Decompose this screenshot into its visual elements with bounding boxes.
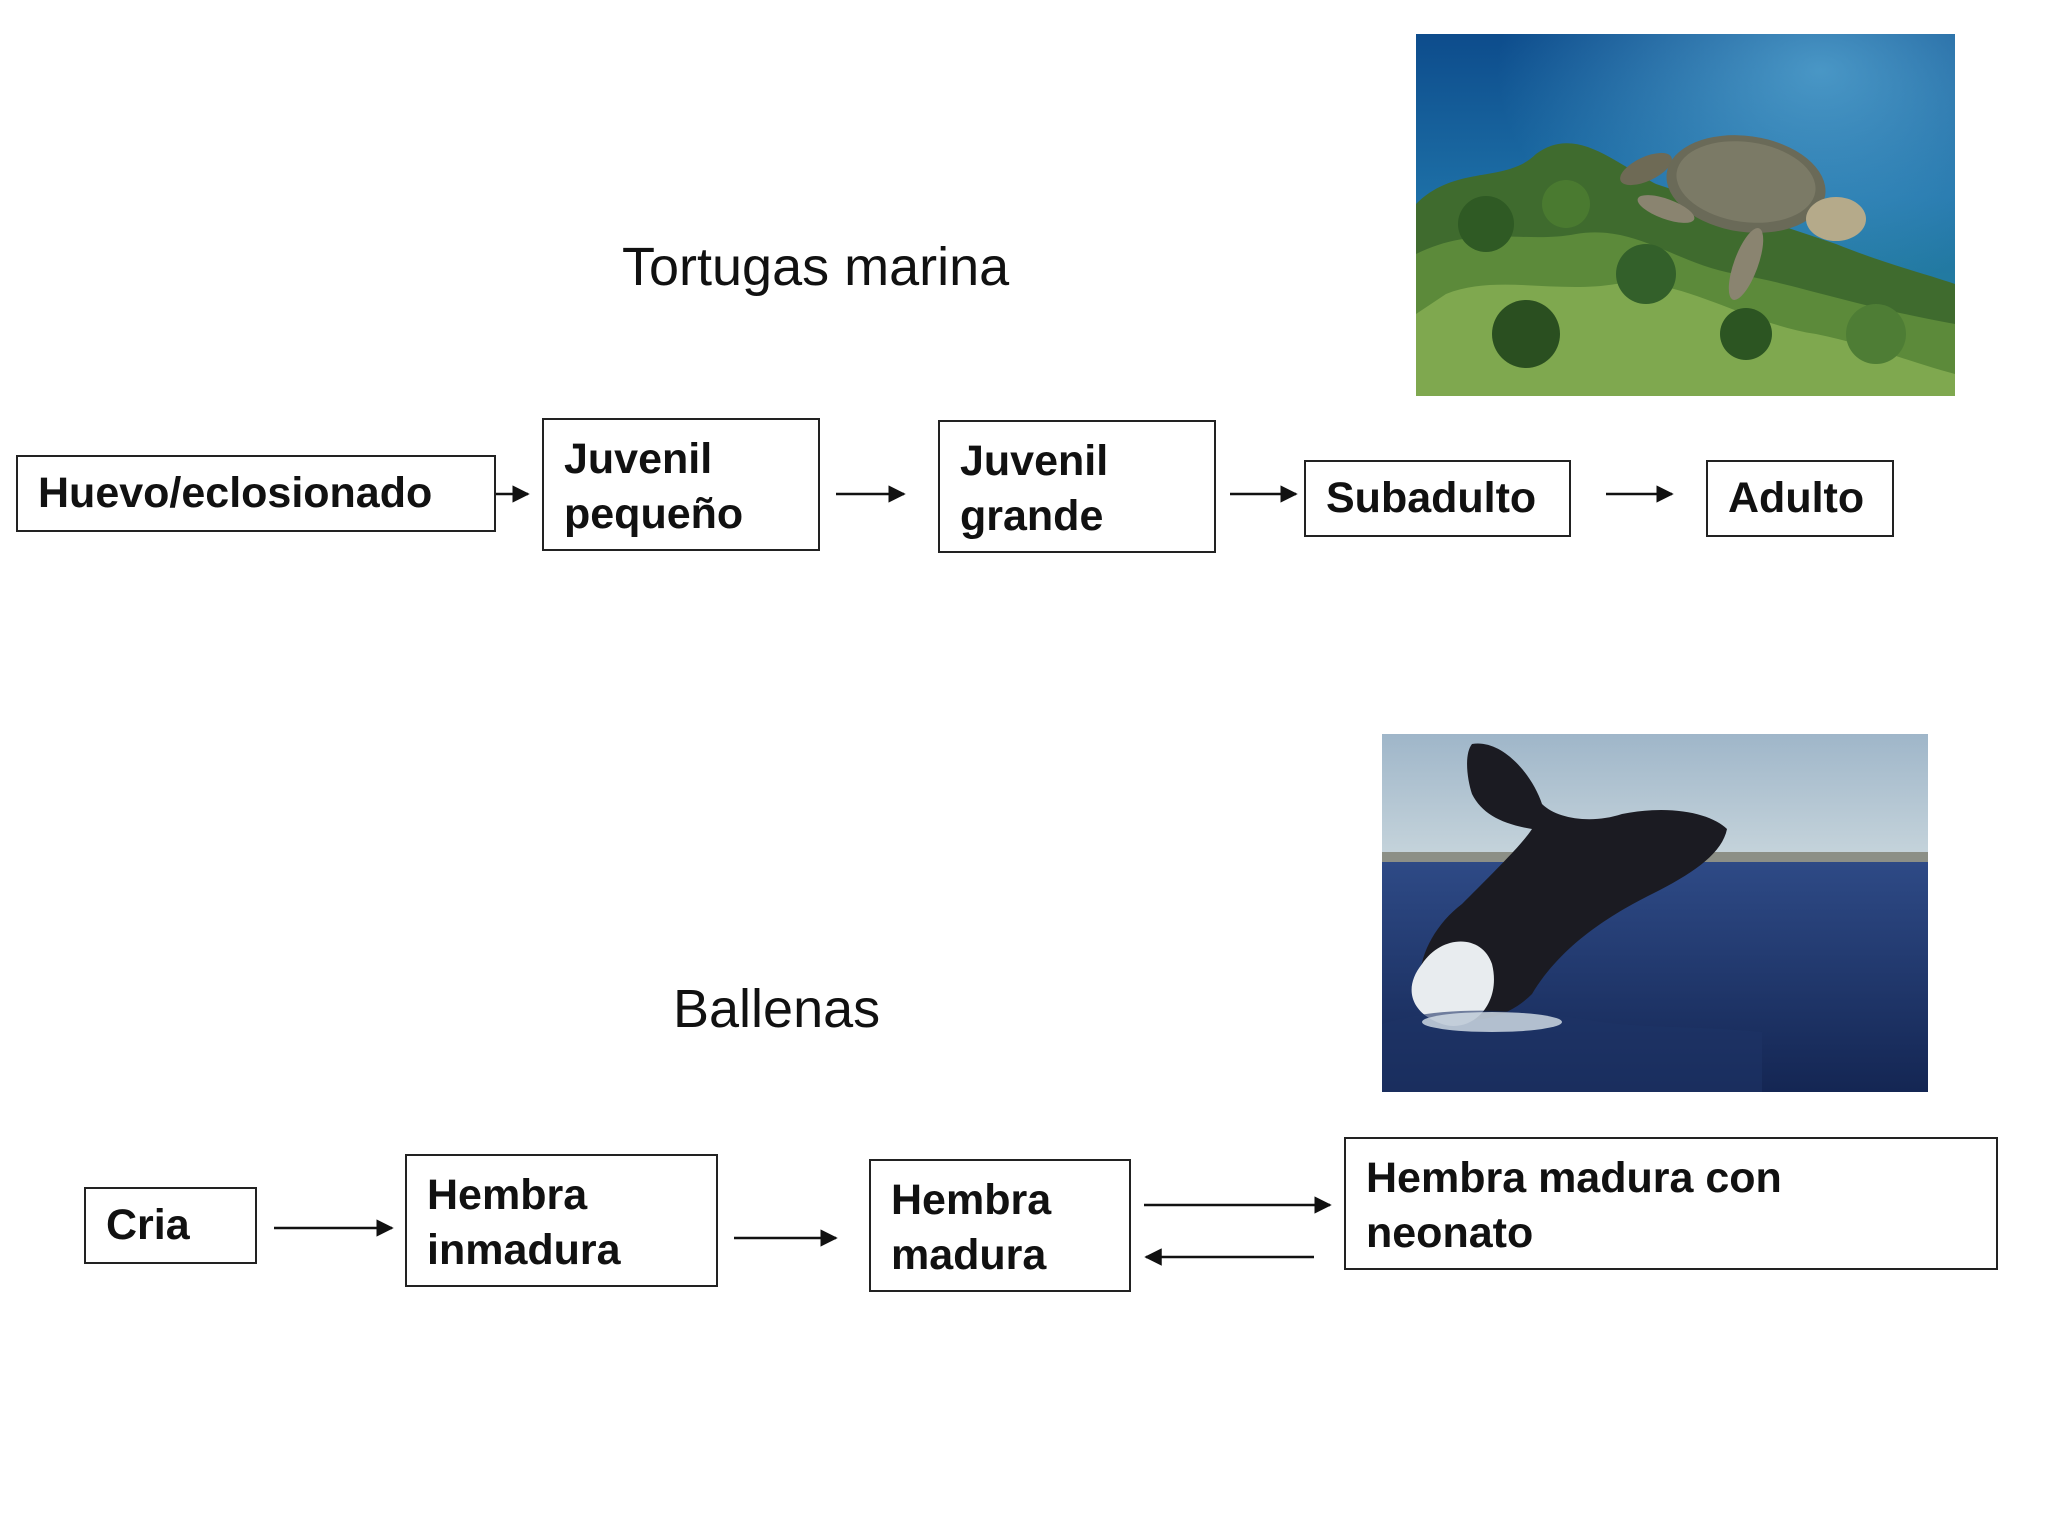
stage-label-line1: Hembra: [427, 1171, 588, 1219]
stage-label-line2: pequeño: [564, 490, 744, 538]
stage-box-subadult: Subadulto: [1304, 460, 1571, 537]
stage-label-line2: inmadura: [427, 1226, 621, 1274]
stage-box-immature-female: Hembra inmadura: [405, 1154, 718, 1287]
turtle-section-title: Tortugas marina: [622, 237, 1010, 297]
stage-box-adult: Adulto: [1706, 460, 1894, 537]
stage-label-line1: Juvenil: [564, 435, 713, 483]
whale-photo: [1382, 734, 1928, 1092]
stage-label: Adulto: [1728, 474, 1865, 522]
stage-box-mature-female-with-newborn: Hembra madura con neonato: [1344, 1137, 1998, 1270]
stage-label-line2: grande: [960, 492, 1104, 540]
stage-box-small-juvenile: Juvenil pequeño: [542, 418, 820, 551]
stage-box-mature-female: Hembra madura: [869, 1159, 1131, 1292]
stage-box-large-juvenile: Juvenil grande: [938, 420, 1216, 553]
stage-label: Subadulto: [1326, 474, 1537, 522]
stage-box-egg-hatchling: Huevo/eclosionado: [16, 455, 496, 532]
stage-label-line2: madura: [891, 1231, 1047, 1279]
stage-label: Huevo/eclosionado: [38, 469, 433, 517]
stage-label-line1: Hembra madura con: [1366, 1154, 1782, 1202]
whale-section-title: Ballenas: [673, 979, 881, 1039]
stage-label-line1: Hembra: [891, 1176, 1052, 1224]
sea-turtle-photo: [1416, 34, 1955, 396]
stage-box-calf: Cria: [84, 1187, 257, 1264]
stage-label: Cria: [106, 1201, 190, 1249]
stage-label-line2: neonato: [1366, 1209, 1534, 1257]
stage-label-line1: Juvenil: [960, 437, 1109, 485]
